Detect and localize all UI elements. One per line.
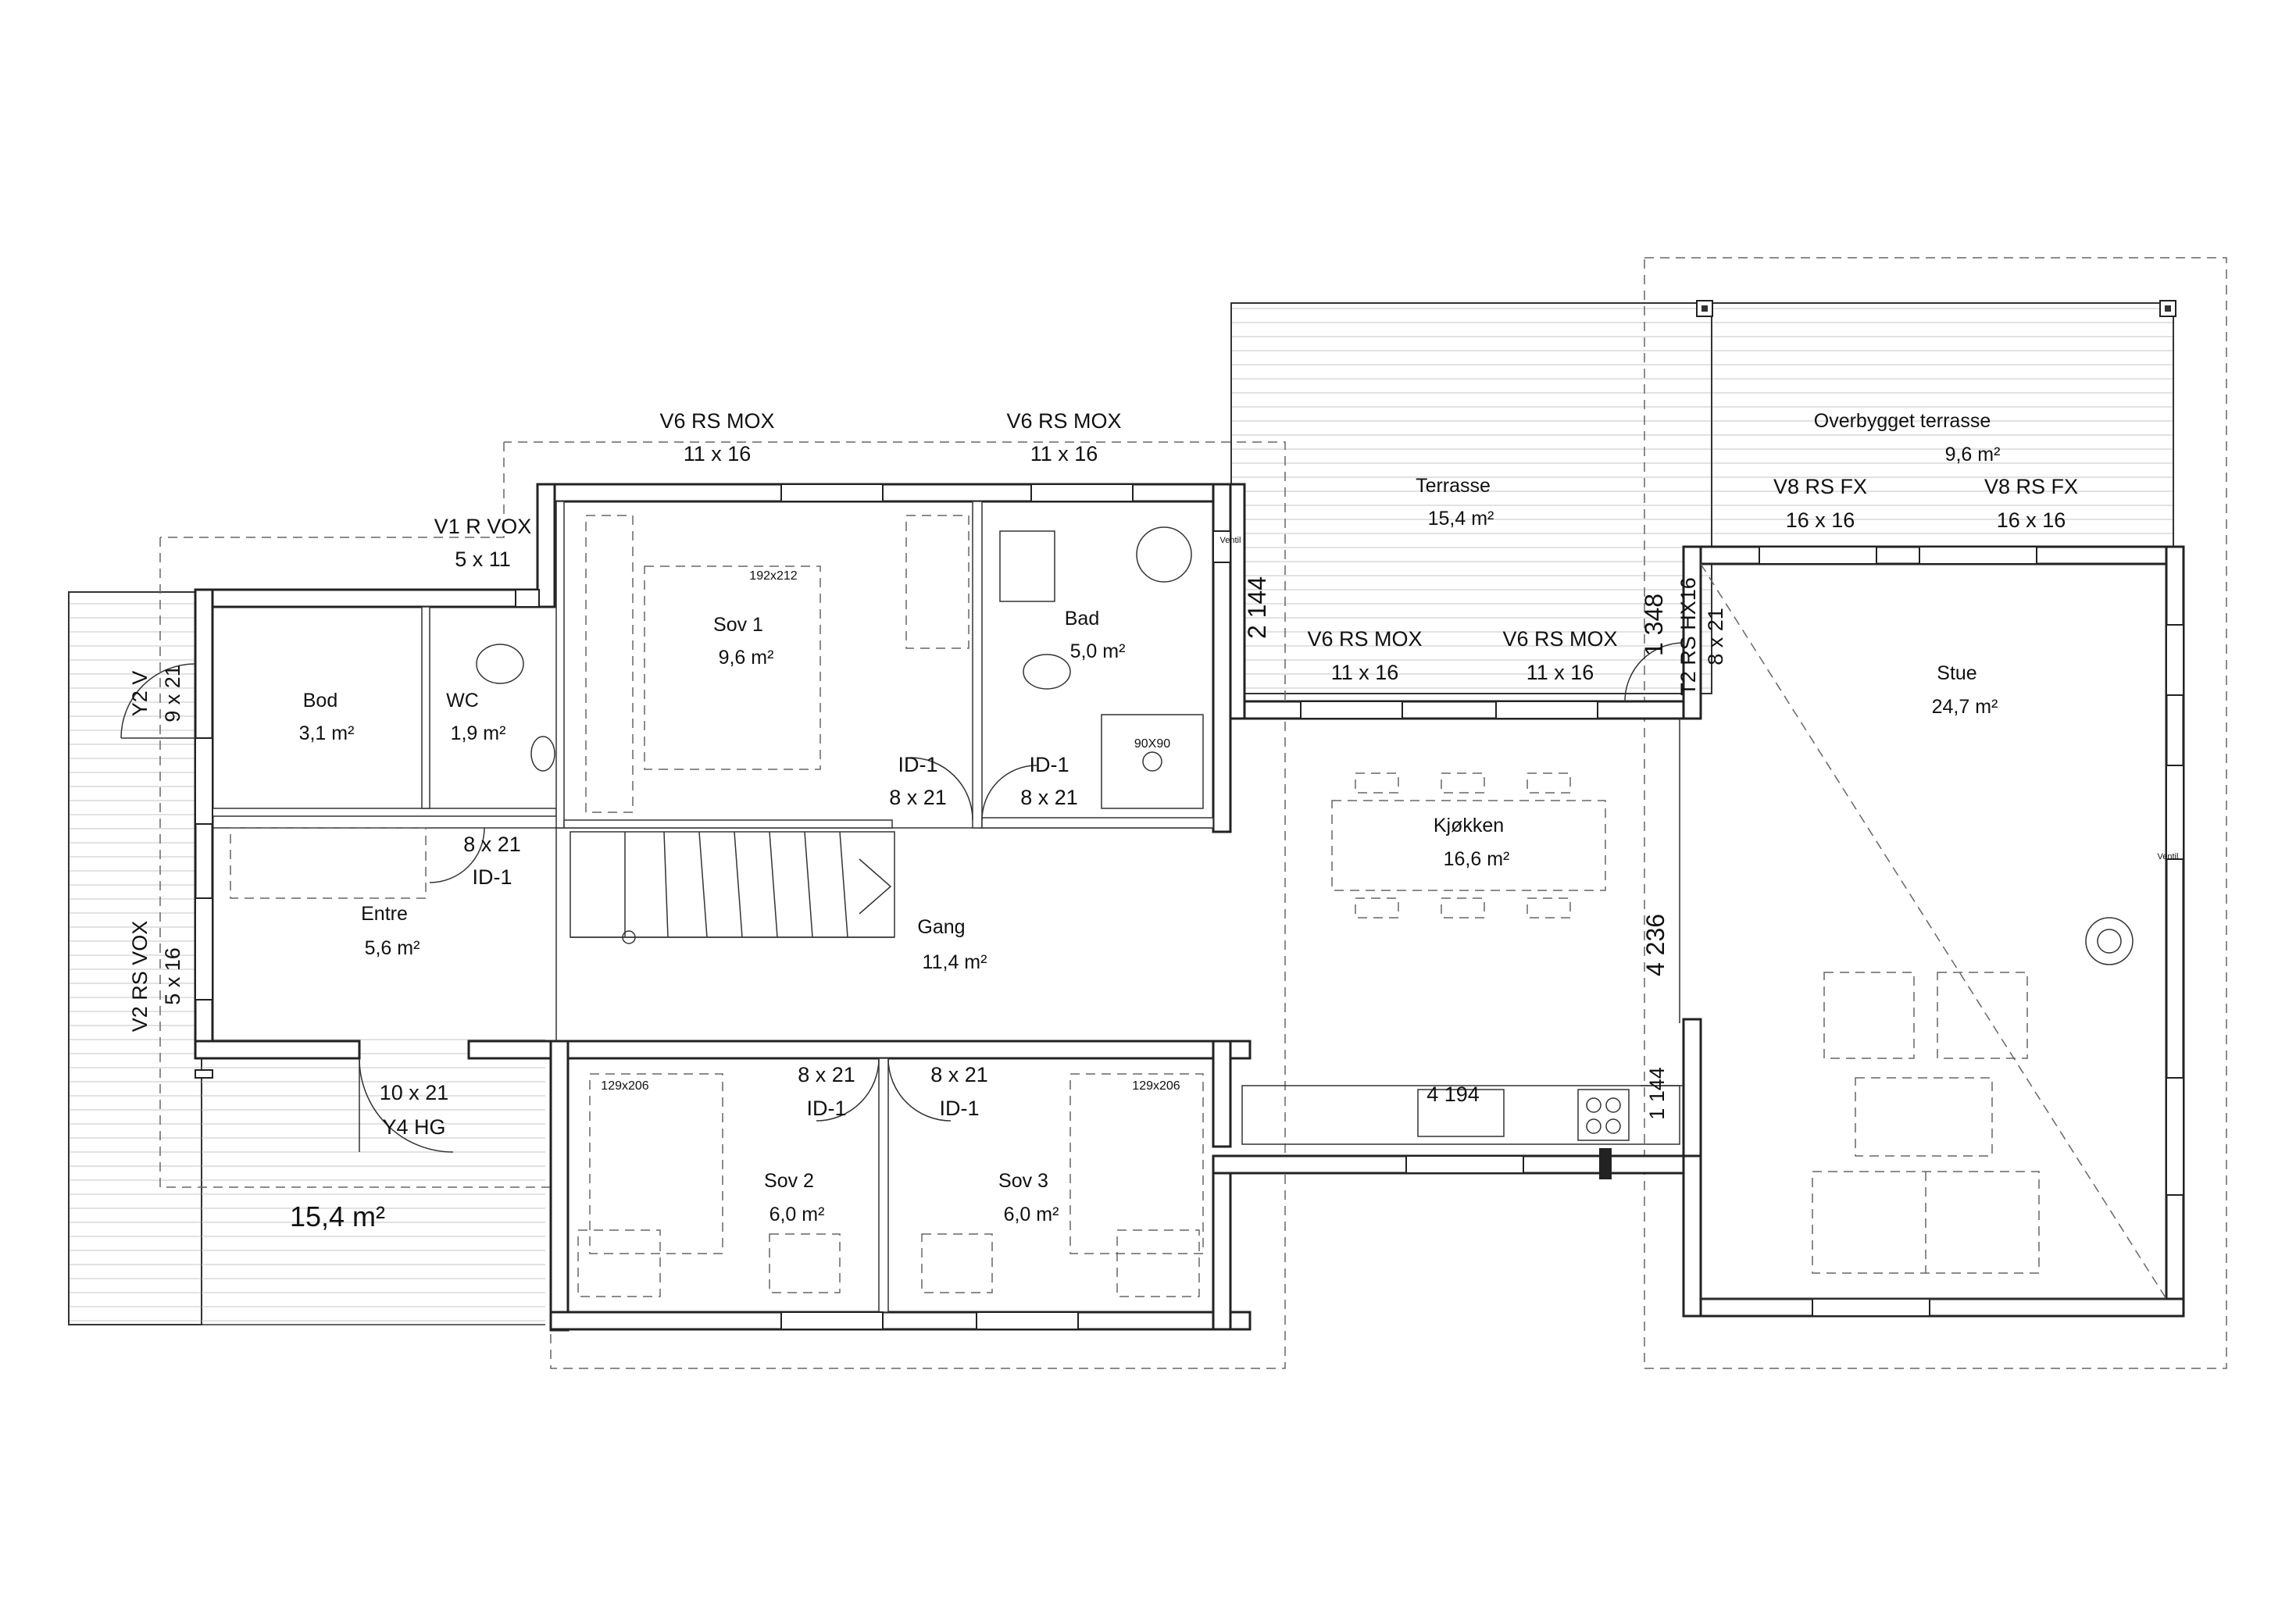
door-y4-size: 10 x 21 [380, 1081, 449, 1104]
window-w8-type: V2 RS VOX [128, 921, 152, 1033]
door-idsov3-size: 8 x 21 [930, 1063, 988, 1086]
room-labels: Bod 3,1 m² WC 1,9 m² Sov 1 9,6 m² Bad 5,… [290, 410, 2000, 1232]
dim-4194: 4 194 [1427, 1083, 1480, 1106]
door-y2v-type: Y2 V [128, 671, 152, 717]
room-area-gang: 11,4 m² [923, 951, 987, 973]
window-labels: V6 RS MOX 11 x 16 V6 RS MOX 11 x 16 V1 R… [128, 409, 2078, 1032]
bed-sov1-size: 192x212 [749, 569, 797, 583]
windows-drawn [195, 483, 2184, 1330]
room-area-entre: 5,6 m² [365, 937, 420, 959]
window-w3-type: V1 R VOX [434, 515, 532, 538]
room-area-sov2: 6,0 m² [769, 1204, 825, 1225]
walls-interior [212, 501, 1214, 1313]
room-name-wc: WC [446, 690, 479, 712]
shower-size: 90X90 [1134, 737, 1170, 751]
window-w7-size: 16 x 16 [1997, 508, 2066, 532]
dim-1348: 1 348 [1640, 594, 1668, 656]
deck-left [68, 591, 545, 1325]
door-t2-type: T2 RS HX16 [1676, 577, 1700, 696]
room-name-terrasse: Terrasse [1416, 475, 1491, 497]
door-idwc-type: ID-1 [472, 865, 512, 889]
room-name-stue: Stue [1937, 662, 1976, 684]
door-y4-type: Y4 HG [382, 1115, 445, 1139]
door-idbad-size: 8 x 21 [1020, 786, 1078, 809]
furniture [230, 515, 2167, 1300]
door-idsov2-type: ID-1 [806, 1097, 846, 1120]
window-w3-size: 5 x 11 [455, 548, 511, 571]
dim-2144: 2 144 [1243, 576, 1271, 639]
room-area-wc: 1,9 m² [451, 722, 506, 744]
dim-4236: 4 236 [1641, 914, 1669, 976]
door-idwc-size: 8 x 21 [463, 833, 521, 856]
vent-label-2: Ventil [2158, 852, 2179, 861]
door-idsov2-size: 8 x 21 [798, 1063, 855, 1086]
room-name-bod: Bod [303, 690, 337, 712]
window-w2-type: V6 RS MOX [1006, 409, 1121, 433]
door-y2v-size: 9 x 21 [161, 665, 184, 722]
window-w8-size: 5 x 16 [161, 947, 184, 1005]
room-area-terrasse: 15,4 m² [1428, 508, 1494, 530]
room-name-bad: Bad [1065, 608, 1099, 630]
room-area-overbygget: 9,6 m² [1945, 444, 2001, 465]
room-area-sov3: 6,0 m² [1004, 1204, 1059, 1225]
room-name-sov1: Sov 1 [713, 614, 763, 636]
window-w7-type: V8 RS FX [1984, 475, 2078, 498]
window-w6-size: 16 x 16 [1786, 508, 1855, 532]
window-w5-size: 11 x 16 [1527, 661, 1594, 684]
staircase [570, 831, 895, 944]
deck-overbygget [1696, 300, 2176, 554]
door-swings [120, 642, 1684, 1153]
room-name-entre: Entre [361, 903, 408, 925]
window-w6-type: V8 RS FX [1773, 475, 1867, 498]
room-name-sov2: Sov 2 [764, 1170, 814, 1192]
door-idsov1-type: ID-1 [898, 753, 937, 776]
room-area-bod: 3,1 m² [299, 722, 355, 744]
roof-outline-right [1644, 257, 2227, 1369]
door-idsov1-size: 8 x 21 [889, 786, 947, 809]
room-name-sov3: Sov 3 [998, 1170, 1048, 1192]
bed-sov2-size: 129x206 [601, 1079, 648, 1093]
room-area-bad: 5,0 m² [1070, 640, 1126, 662]
walls-right-building [1212, 483, 2185, 1318]
window-w5-type: V6 RS MOX [1502, 627, 1617, 651]
room-area-kjokken: 16,6 m² [1444, 848, 1510, 870]
dim-1144: 1 144 [1645, 1067, 1669, 1120]
window-w1-size: 11 x 16 [684, 442, 752, 465]
vent-label-1: Ventil [1220, 536, 1241, 545]
room-name-gang: Gang [917, 916, 965, 938]
window-w4-size: 11 x 16 [1331, 661, 1399, 684]
door-idbad-type: ID-1 [1029, 753, 1069, 776]
window-w4-type: V6 RS MOX [1307, 627, 1422, 651]
door-labels: Y2 V 9 x 21 T2 RS HX16 8 x 21 10 x 21 Y4… [128, 577, 1727, 1139]
room-name-kjokken: Kjøkken [1434, 815, 1504, 836]
room-area-sov1: 9,6 m² [719, 647, 774, 669]
room-area-stue: 24,7 m² [1932, 696, 1998, 718]
door-idsov3-type: ID-1 [939, 1097, 979, 1120]
room-name-overbygget: Overbygget terrasse [1814, 410, 1991, 432]
furniture-labels: 192x212 129x206 129x206 90X90 Ventil Ven… [601, 536, 2178, 1093]
deck-terrasse [1230, 302, 1712, 694]
bed-sov3-size: 129x206 [1132, 1079, 1180, 1093]
roof-outline-left [159, 441, 1286, 1369]
window-w2-size: 11 x 16 [1030, 442, 1098, 465]
window-w1-type: V6 RS MOX [659, 409, 774, 433]
dimension-labels: 2 144 1 348 4 236 1 144 4 194 [1243, 576, 1669, 1120]
deck-left-area: 15,4 m² [290, 1200, 385, 1232]
door-t2-size: 8 x 21 [1704, 608, 1727, 665]
